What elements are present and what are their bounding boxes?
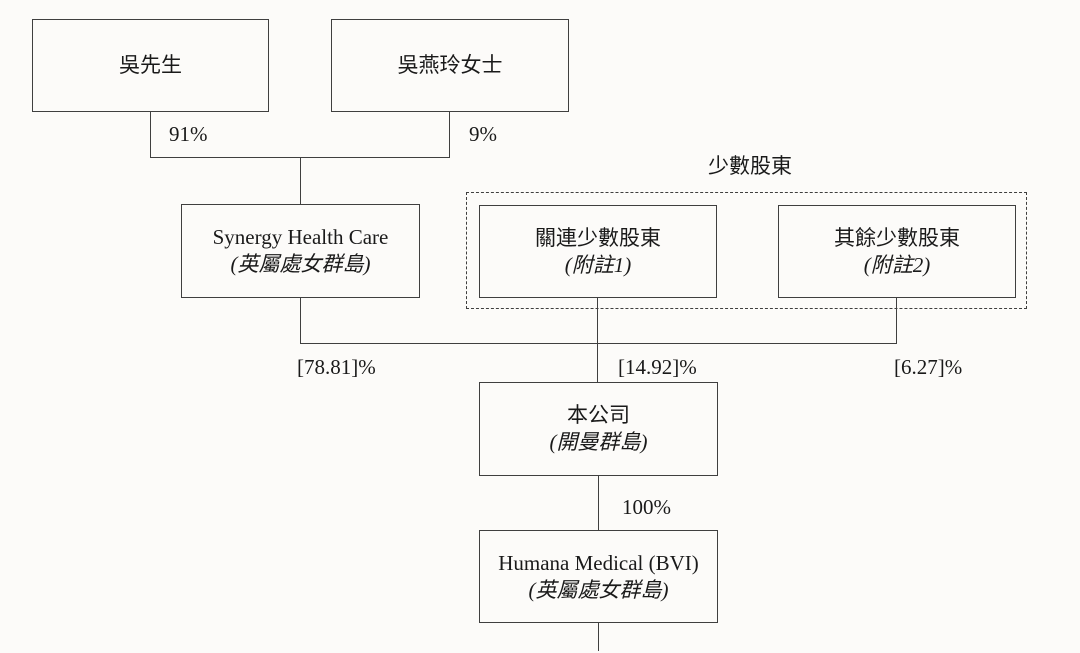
node-company-name: 本公司	[567, 403, 630, 427]
node-mr-wu: 吳先生	[32, 19, 269, 112]
node-synergy-name: Synergy Health Care	[212, 225, 389, 249]
connector-humana-down	[598, 622, 600, 651]
node-related-minority-note: (附註1)	[564, 252, 632, 277]
node-other-minority-name: 其餘少數股東	[834, 225, 960, 250]
node-ms-wu-label: 吳燕玲女士	[397, 53, 503, 77]
connector-into-synergy	[300, 157, 302, 205]
node-company-jurisdiction: (開曼群島)	[549, 430, 648, 454]
node-humana-medical-bvi: Humana Medical (BVI) (英屬處女群島)	[479, 530, 718, 623]
node-the-company: 本公司 (開曼群島)	[479, 382, 718, 476]
ownership-label-mr-wu-91pct: 91%	[169, 122, 208, 146]
node-humana-name: Humana Medical (BVI)	[498, 550, 699, 575]
node-synergy-health-care: Synergy Health Care (英屬處女群島)	[181, 204, 420, 298]
node-humana-jurisdiction: (英屬處女群島)	[528, 577, 669, 602]
ownership-label-other-6-27pct: [6.27]%	[894, 355, 963, 379]
node-mr-wu-label: 吳先生	[119, 53, 182, 77]
node-ms-wu: 吳燕玲女士	[331, 19, 569, 112]
ownership-label-related-14-92pct: [14.92]%	[618, 355, 697, 379]
minority-shareholders-group-frame	[466, 192, 1027, 309]
connector-other-down	[896, 297, 898, 344]
connector-related-down	[597, 297, 599, 383]
node-other-minority-shareholders: 其餘少數股東 (附註2)	[778, 205, 1016, 298]
ownership-label-ms-wu-9pct: 9%	[469, 122, 497, 146]
node-related-minority-shareholders: 關連少數股東 (附註1)	[479, 205, 717, 298]
node-related-minority-name: 關連少數股東	[535, 225, 661, 250]
minority-shareholders-group-label: 少數股東	[708, 154, 792, 178]
connector-mr-wu-down	[150, 112, 152, 158]
connector-company-down	[598, 475, 600, 531]
connector-middle-bus	[300, 343, 897, 345]
node-synergy-jurisdiction: (英屬處女群島)	[230, 252, 371, 276]
connector-synergy-down	[300, 297, 302, 344]
ownership-label-synergy-78-81pct: [78.81]%	[297, 355, 376, 379]
ownership-label-company-100pct: 100%	[622, 495, 671, 519]
connector-ms-wu-down	[449, 112, 451, 158]
node-other-minority-note: (附註2)	[863, 252, 931, 277]
